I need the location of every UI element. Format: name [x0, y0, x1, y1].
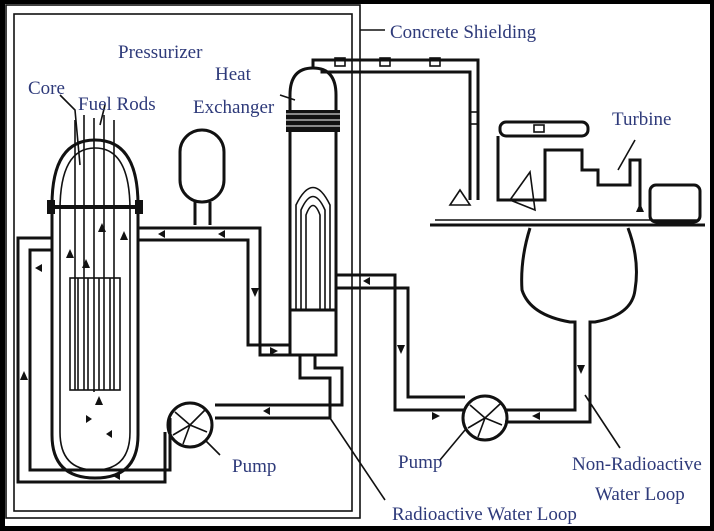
label-pump-left: Pump	[232, 456, 276, 477]
label-concrete-shielding: Concrete Shielding	[390, 22, 537, 43]
pressurizer	[178, 128, 226, 225]
primary-return-loop	[16, 236, 344, 484]
label-pump-right: Pump	[398, 452, 442, 473]
secondary-loop	[336, 273, 592, 442]
label-non-radioactive-2: Water Loop	[595, 484, 685, 505]
condenser	[520, 227, 638, 380]
diagram-panel	[5, 4, 710, 526]
fuel-rods	[69, 115, 121, 392]
heat-exchanger	[286, 66, 340, 357]
concrete-shielding	[5, 4, 385, 519]
hot-leg-pipe	[138, 226, 290, 357]
label-pressurizer: Pressurizer	[118, 42, 203, 63]
label-radioactive-loop: Radioactive Water Loop	[392, 504, 577, 525]
label-exchanger: Exchanger	[193, 97, 275, 118]
label-turbine: Turbine	[612, 109, 671, 130]
core-flow-arrows	[66, 223, 128, 438]
label-heat: Heat	[215, 64, 252, 85]
label-core: Core	[28, 78, 65, 99]
label-non-radioactive-1: Non-Radioactive	[572, 454, 702, 475]
steam-line	[311, 57, 480, 200]
label-fuel-rods: Fuel Rods	[78, 94, 156, 115]
turbine	[430, 120, 705, 227]
leader-lines	[59, 94, 636, 501]
reactor-vessel	[47, 138, 143, 480]
